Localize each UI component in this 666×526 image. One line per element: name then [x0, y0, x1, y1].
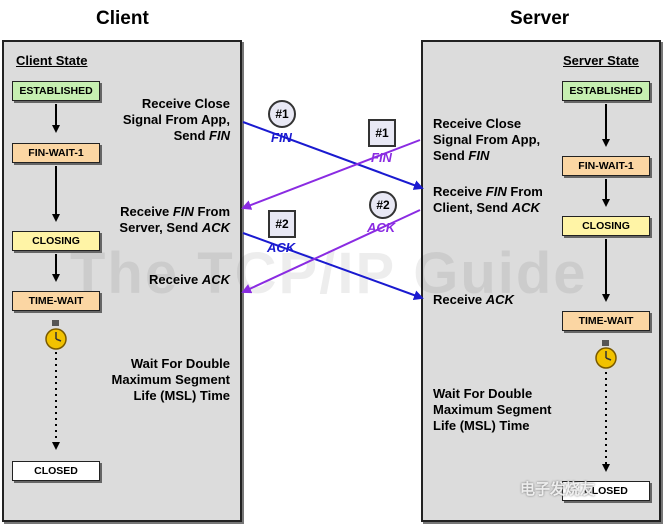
- client-title: Client: [96, 8, 149, 29]
- client-state-fin-wait-1: FIN-WAIT-1: [12, 143, 100, 163]
- client-state-closed: CLOSED: [12, 461, 100, 481]
- client-receive-close-label: Receive Close Signal From App, Send FIN: [122, 96, 230, 143]
- server-ack-message-arrow: [241, 209, 421, 294]
- client-ack-message-arrow: [242, 232, 424, 300]
- server-state-closed: CLOSED: [562, 481, 650, 501]
- client-wait-label: Wait For Double Maximum Segment Life (MS…: [111, 356, 230, 403]
- server-receive-close-label: Receive Close Signal From App, Send FIN: [433, 116, 541, 163]
- server-state-time-wait: TIME-WAIT: [562, 311, 650, 331]
- server-wait-label: Wait For Double Maximum Segment Life (MS…: [433, 386, 552, 433]
- client-state-header: Client State: [16, 53, 88, 68]
- client-state-closing: CLOSING: [12, 231, 100, 251]
- client-timer-icon: [45, 320, 67, 350]
- client-state-time-wait: TIME-WAIT: [12, 291, 100, 311]
- server-receive-ack-label: Receive ACK: [433, 292, 514, 307]
- server-panel: [421, 40, 661, 522]
- server-title: Server: [510, 8, 570, 29]
- client-ack-number-square: #2: [268, 210, 296, 238]
- corner-watermark: 电子发烧友: [520, 481, 596, 498]
- client-panel: [2, 40, 242, 522]
- server-timer-icon: [595, 340, 617, 369]
- server-state-established: ESTABLISHED: [562, 81, 650, 101]
- client-receive-ack-label: Receive ACK: [149, 272, 230, 287]
- server-fin-message-arrow: [241, 139, 421, 210]
- client-receive-fin-label: Receive FIN From Server, Send ACK: [119, 204, 230, 235]
- server-fin-number-square: #1: [368, 119, 396, 147]
- client-fin-number-circle: #1: [268, 100, 296, 128]
- server-state-header: Server State: [563, 53, 639, 68]
- server-ack-number-circle: #2: [369, 191, 397, 219]
- client-state-established: ESTABLISHED: [12, 81, 100, 101]
- server-state-closing: CLOSING: [562, 216, 650, 236]
- server-receive-fin-label: Receive FIN From Client, Send ACK: [433, 184, 543, 215]
- server-state-fin-wait-1: FIN-WAIT-1: [562, 156, 650, 176]
- client-fin-message-arrow: [242, 121, 424, 190]
